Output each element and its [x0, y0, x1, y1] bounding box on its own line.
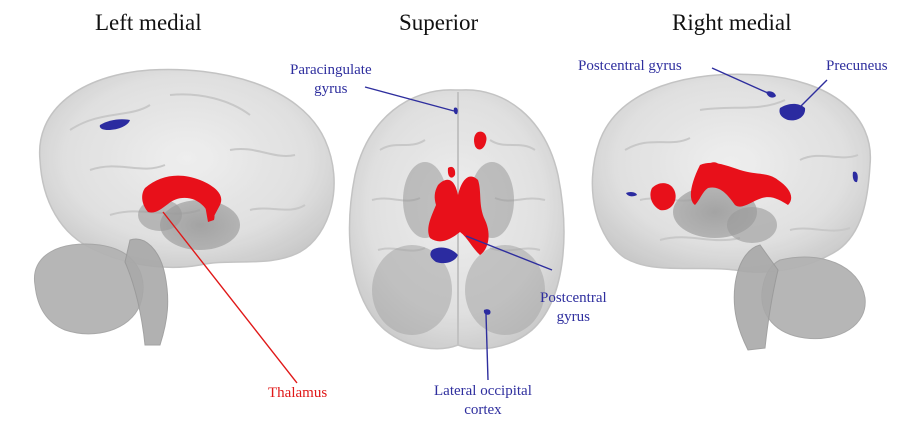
- superior-brain: [350, 90, 564, 349]
- title-right-medial: Right medial: [672, 10, 791, 36]
- label-paracingulate-gyrus: Paracingulate gyrus: [290, 61, 372, 99]
- superior-lobe-right: [465, 245, 545, 335]
- left-medial-brain: [34, 69, 334, 345]
- label-precuneus: Precuneus: [826, 57, 888, 76]
- label-paracingulate-line2: gyrus: [290, 80, 372, 99]
- label-postcentral-gyrus-right: Postcentral gyrus: [578, 57, 682, 76]
- label-paracingulate-line1: Paracingulate: [290, 61, 372, 80]
- label-thalamus: Thalamus: [268, 384, 327, 403]
- title-left-medial: Left medial: [95, 10, 202, 36]
- right-medial-brain: [592, 74, 870, 350]
- label-lateral-occipital-cortex: Lateral occipital cortex: [434, 382, 532, 420]
- label-postcentral-mid-line2: gyrus: [540, 308, 607, 327]
- label-lateral-occipital-line2: cortex: [434, 401, 532, 420]
- title-superior: Superior: [399, 10, 478, 36]
- label-lateral-occipital-line1: Lateral occipital: [434, 382, 532, 401]
- label-postcentral-gyrus-mid: Postcentral gyrus: [540, 289, 607, 327]
- right-deep-structure-2: [727, 207, 777, 243]
- label-postcentral-mid-line1: Postcentral: [540, 289, 607, 308]
